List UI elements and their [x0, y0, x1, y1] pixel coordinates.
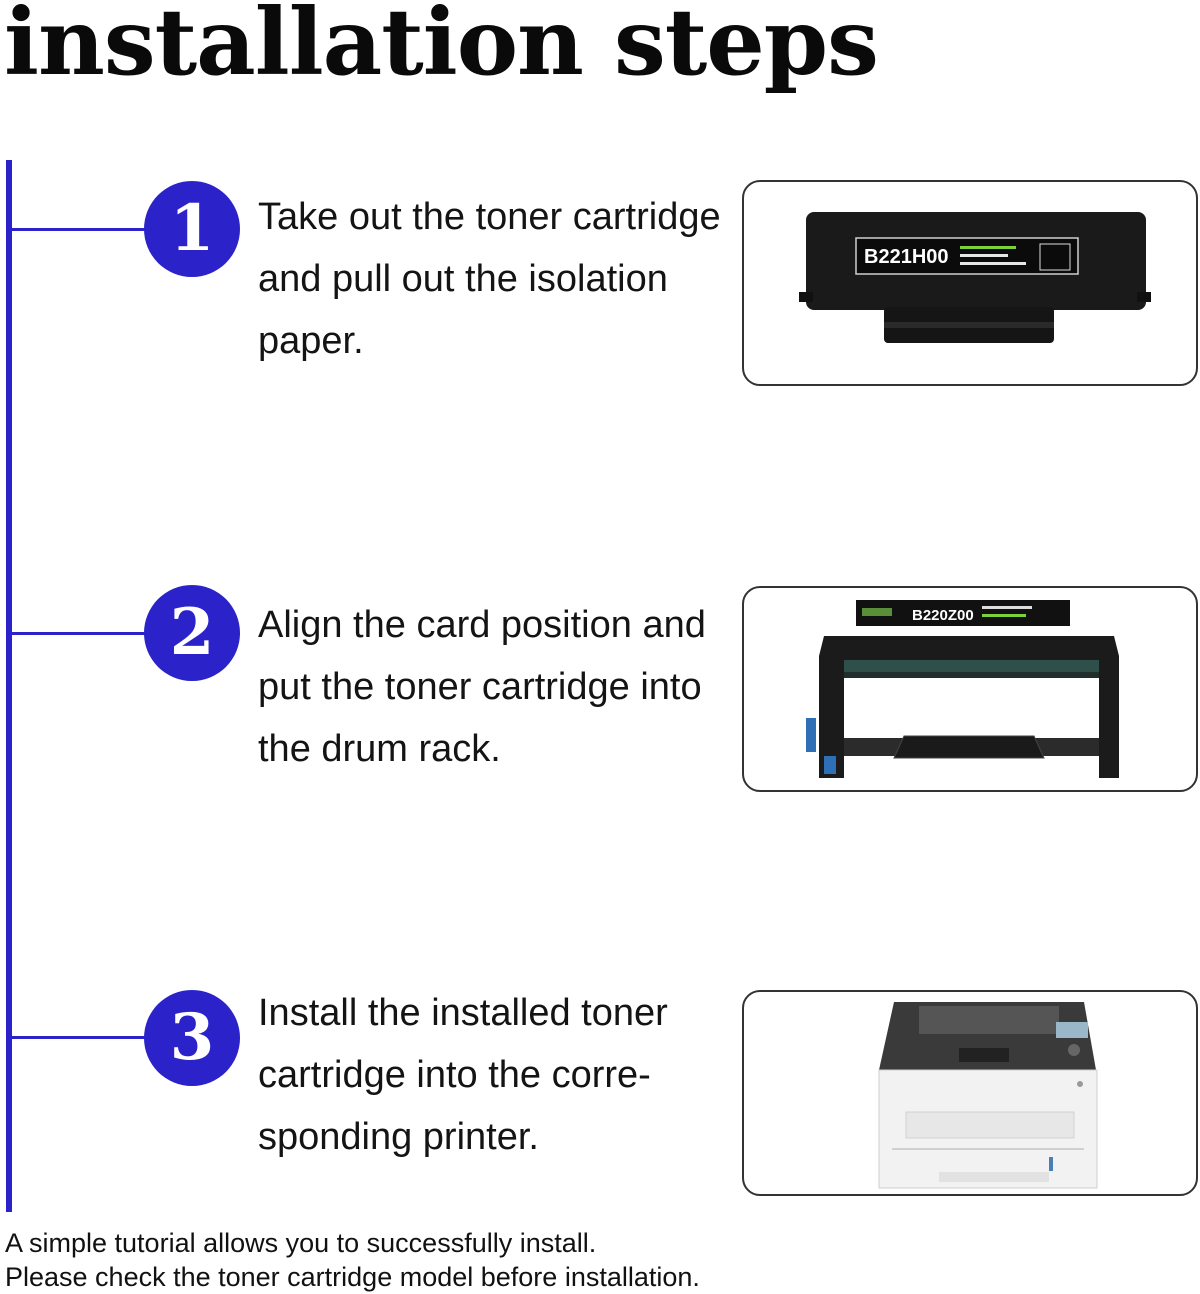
drum-model-label: B220Z00 [912, 607, 974, 624]
drum-unit-image: B220Z00 [806, 600, 1119, 778]
timeline-line [6, 160, 12, 1212]
step-2-number-badge: 2 [144, 585, 240, 681]
page-title: installation steps [4, 0, 879, 96]
step-2-image-frame: B220Z00 [742, 586, 1198, 792]
toner-model-label: B221H00 [864, 246, 949, 268]
footer-note: A simple tutorial allows you to successf… [5, 1226, 700, 1294]
step-3-image-frame [742, 990, 1198, 1196]
step-3-connector [10, 1036, 160, 1039]
step-2-connector [10, 632, 160, 635]
footer-line-2: Please check the toner cartridge model b… [5, 1262, 700, 1292]
laser-printer-image [878, 1002, 1098, 1189]
step-2-text: Align the card position and put the tone… [258, 604, 706, 770]
step-1-text: Take out the toner cartridge and pull ou… [258, 196, 721, 362]
step-1-number-badge: 1 [144, 181, 240, 277]
step-1-connector [10, 228, 160, 231]
step-3-text: Install the installed toner cartridge in… [258, 992, 668, 1158]
step-1-image-frame: B221H00 [742, 180, 1198, 386]
toner-cartridge-image: B221H00 [799, 212, 1151, 343]
step-3-number-badge: 3 [144, 990, 240, 1086]
footer-line-1: A simple tutorial allows you to successf… [5, 1228, 597, 1258]
